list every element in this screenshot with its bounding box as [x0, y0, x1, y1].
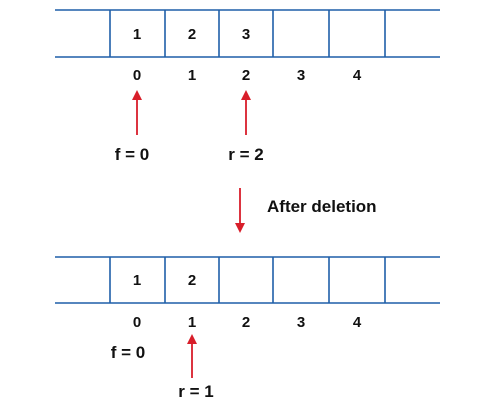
front-pointer-label: f = 0 [111, 343, 146, 362]
transition-label: After deletion [267, 197, 377, 216]
queue-before-cell-value: 1 [133, 26, 141, 43]
queue-before-index-label: 4 [353, 67, 362, 84]
queue-before-cell-value: 3 [242, 26, 250, 43]
queue-before: 1 2 3 0 1 2 3 4 f = 0 r = 2 [55, 9, 440, 164]
transition: After deletion [235, 188, 377, 233]
rear-pointer-label: r = 2 [228, 145, 263, 164]
queue-before-index-label: 2 [242, 67, 250, 84]
queue-after-cell-value: 1 [133, 272, 141, 289]
queue-before-index-label: 0 [133, 67, 141, 84]
queue-before-index-label: 1 [188, 67, 196, 84]
queue-after: 1 2 0 1 2 3 4 f = 0 r = 1 [55, 256, 440, 401]
queue-after-index-label: 2 [242, 314, 250, 331]
queue-after-index-label: 4 [353, 314, 362, 331]
queue-after-index-label: 1 [188, 314, 196, 331]
queue-after-cell-value: 2 [188, 272, 196, 289]
queue-before-cell-value: 2 [188, 26, 196, 43]
queue-after-index-label: 3 [297, 314, 305, 331]
front-pointer-label: f = 0 [115, 145, 150, 164]
queue-before-index-label: 3 [297, 67, 305, 84]
queue-after-index-label: 0 [133, 314, 141, 331]
rear-pointer-label: r = 1 [178, 382, 213, 401]
